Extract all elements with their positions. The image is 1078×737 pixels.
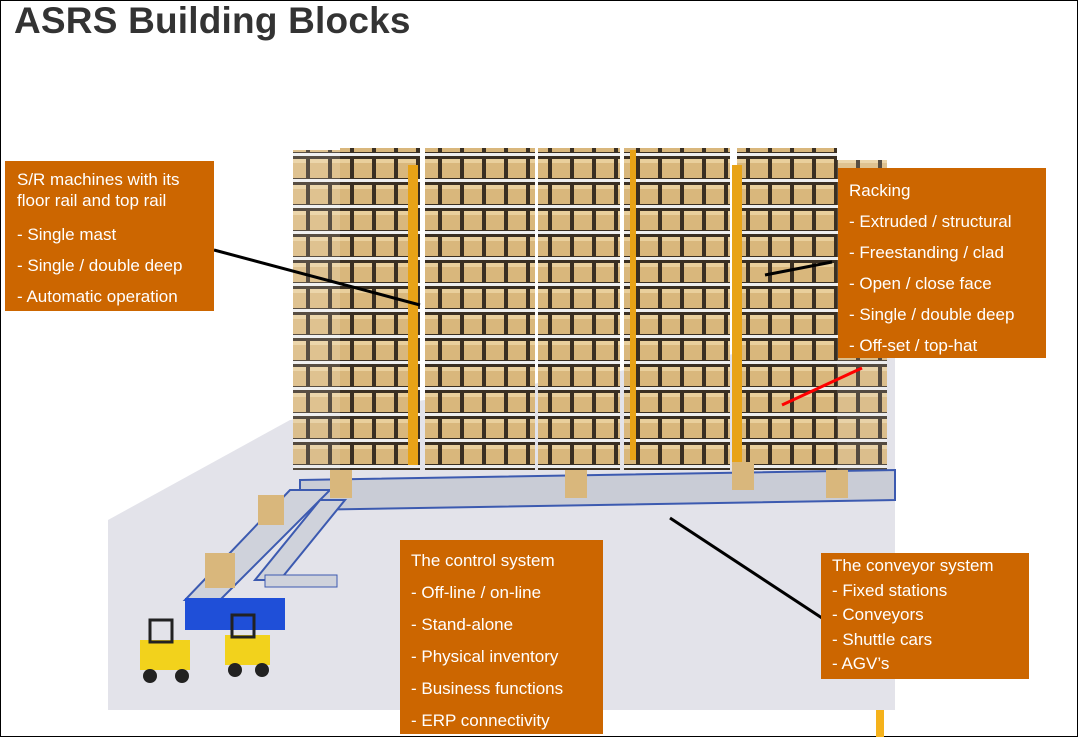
callout-item: - ERP connectivity [411,711,550,730]
conveyors [182,462,896,630]
racking [293,148,887,470]
callout-conveyor-system: The conveyor system - Fixed stations - C… [821,553,1029,679]
callout-heading: S/R machines with its floor rail and top… [17,170,180,210]
callout-item: - Open / close face [849,274,992,293]
callout-item: - Physical inventory [411,647,559,666]
callout-item: - Freestanding / clad [849,243,1004,262]
callout-item: - Shuttle cars [832,629,933,649]
callout-control-system: The control system - Off-line / on-line … [400,540,603,734]
callout-item: - Business functions [411,679,564,698]
racking-red-leader-line [781,366,863,407]
racking-leader-line [764,260,833,277]
sr-leader-line [213,248,421,307]
decorative-bar [876,710,884,737]
slide-title: ASRS Building Blocks [14,0,411,41]
callout-item: - Off-set / top-hat [849,336,978,355]
callout-item: - Conveyors [832,605,924,624]
callout-item: - AGV’s [832,654,890,673]
callout-racking: Racking - Extruded / structural - Freest… [838,168,1046,358]
callout-heading: Racking [849,181,911,200]
callout-item: - Fixed stations [832,580,948,600]
callout-item: - Single / double deep [849,305,1015,324]
sr-machine-masts [408,150,742,465]
callout-item: - Single mast [17,225,117,244]
callout-item: - Off-line / on-line [411,583,542,602]
callout-item: - Extruded / structural [849,212,1012,231]
forklifts [140,613,270,683]
callout-item: - Single / double deep [17,256,183,275]
callout-heading: The control system [411,551,555,570]
callout-item: - Stand-alone [411,615,514,634]
callout-sr-machines: S/R machines with its floor rail and top… [5,161,214,311]
conveyor-leader-line [669,516,823,620]
callout-item: - Automatic operation [17,287,178,306]
callout-heading: The conveyor system [832,556,994,575]
